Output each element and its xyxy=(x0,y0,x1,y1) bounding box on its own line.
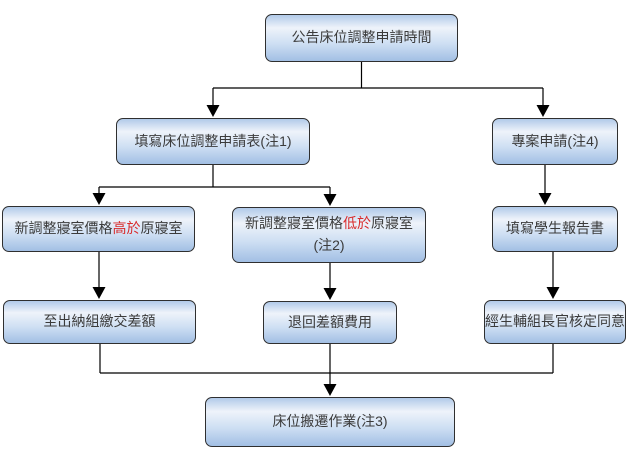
connector-fill-form-to-row3 xyxy=(98,165,331,195)
flow-node-price-higher-label: 新調整寢室價格高於原寢室 xyxy=(15,218,183,240)
flow-node-announce: 公告床位調整申請時間 xyxy=(265,14,458,62)
flow-node-special-apply-label: 專案申請(注4) xyxy=(511,132,599,149)
flow-node-special-apply: 專案申請(注4) xyxy=(492,118,618,165)
flow-node-fill-form: 填寫床位調整申請表(注1) xyxy=(116,118,310,165)
connector-merge-to-relocation xyxy=(99,344,554,385)
price-lower-suffix: 原寢室 xyxy=(371,215,413,232)
flow-node-refund-difference: 退回差額費用 xyxy=(263,301,397,344)
flow-node-price-higher: 新調整寢室價格高於原寢室 xyxy=(2,206,195,252)
arrowhead-to-pay-difference xyxy=(92,287,106,299)
arrowhead-to-special-apply xyxy=(536,105,550,117)
arrowhead-to-refund xyxy=(323,288,337,300)
flow-node-price-lower-note: (注2) xyxy=(313,237,345,253)
flow-node-pay-difference: 至出納組繳交差額 xyxy=(3,300,196,344)
price-higher-highlight: 高於 xyxy=(112,220,141,237)
flow-node-announce-label: 公告床位調整申請時間 xyxy=(291,29,432,46)
flow-node-approval-label: 經生輔組長官核定同意 xyxy=(485,313,625,330)
flow-node-refund-difference-label: 退回差額費用 xyxy=(288,313,372,330)
flow-node-student-report: 填寫學生報告書 xyxy=(492,206,618,252)
flow-node-price-lower: 新調整寢室價格低於原寢室 (注2) xyxy=(232,207,426,263)
arrowhead-to-relocation xyxy=(323,384,337,396)
flow-node-approval: 經生輔組長官核定同意 xyxy=(484,300,626,344)
connector-announce-to-row2 xyxy=(212,62,544,105)
flow-node-price-lower-label: 新調整寢室價格低於原寢室 xyxy=(245,213,413,235)
flow-node-relocation-label: 床位搬遷作業(注3) xyxy=(272,413,388,430)
arrowhead-to-price-lower xyxy=(323,194,337,206)
flow-node-pay-difference-label: 至出納組繳交差額 xyxy=(43,313,156,330)
price-lower-prefix: 新調整寢室價格 xyxy=(245,215,343,232)
price-lower-highlight: 低於 xyxy=(343,215,371,232)
arrowhead-to-student-report xyxy=(538,193,552,205)
flow-node-relocation: 床位搬遷作業(注3) xyxy=(205,397,455,447)
flow-node-fill-form-label: 填寫床位調整申請表(注1) xyxy=(134,132,292,149)
price-higher-prefix: 新調整寢室價格 xyxy=(14,220,113,237)
price-higher-suffix: 原寢室 xyxy=(140,220,183,237)
flow-node-student-report-label: 填寫學生報告書 xyxy=(506,220,604,237)
arrowhead-to-approval xyxy=(546,287,560,299)
arrowhead-to-fill-form xyxy=(206,105,220,117)
arrowhead-to-price-higher xyxy=(92,193,106,205)
